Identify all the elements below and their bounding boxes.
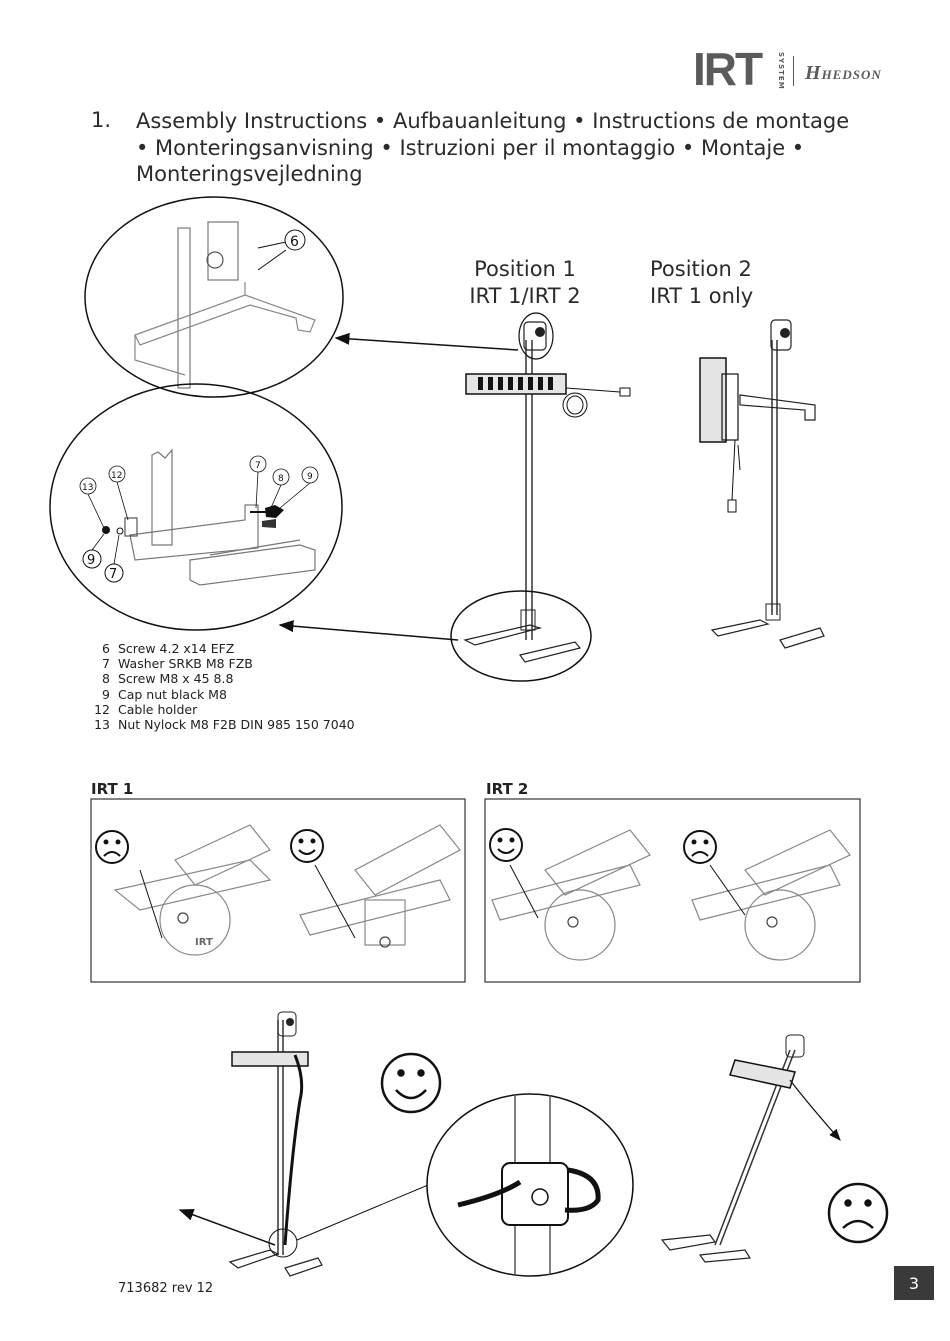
logo-system-text: SYSTEM: [777, 52, 785, 90]
position-2-subtitle: IRT 1 only: [650, 284, 754, 308]
detail-circle-bottom: [49, 383, 343, 631]
callout-12: 12: [111, 471, 122, 481]
happy-face-icon: [489, 828, 523, 862]
parts-list-item: 13 Nut Nylock M8 F2B DIN 985 150 7040: [88, 717, 355, 732]
hedson-mark: H: [805, 62, 822, 84]
heater-detail-irt2-wrong: [691, 829, 851, 961]
callout-8: 8: [278, 474, 284, 484]
parts-list-item: 7 Washer SRKB M8 FZB: [88, 656, 355, 671]
stand-cable-wrong: [660, 1034, 841, 1263]
position-1-title: Position 1: [474, 257, 576, 281]
part-description: Cap nut black M8: [118, 686, 227, 702]
callout-13: 13: [82, 483, 93, 493]
part-number: 6: [102, 641, 110, 656]
part-description: Cable holder: [118, 701, 198, 717]
sad-face-large-icon: [827, 1182, 889, 1244]
part-description: Screw M8 x 45 8.8: [118, 671, 234, 687]
logo-irt-text: IRT: [693, 43, 763, 95]
page-title: Assembly Instructions • Aufbauanleitung …: [136, 109, 850, 186]
part-number: 8: [102, 671, 110, 687]
happy-face-icon: [290, 829, 324, 863]
heater-detail-irt1-right: [299, 824, 461, 948]
brand-logo: IRT SYSTEM HHEDSON: [693, 44, 903, 100]
detail-circle-top: [84, 196, 344, 398]
heater-detail-irt2-right: [491, 829, 651, 961]
stand-position-2: [699, 319, 825, 649]
parts-list: 6 Screw 4.2 x14 EFZ 7 Washer SRKB M8 FZB 8…: [88, 641, 355, 732]
part-number: 9: [102, 686, 110, 702]
position-2-title: Position 2: [650, 257, 752, 281]
irt1-section-label: IRT 1: [91, 780, 134, 798]
callout-7-bottom: 7: [109, 567, 117, 582]
irt2-frame: [484, 798, 861, 983]
position-1-label: Position 1 IRT 1/IRT 2: [460, 256, 590, 310]
position-1-subtitle: IRT 1/IRT 2: [469, 284, 581, 308]
sad-face-icon: [683, 830, 717, 864]
sad-face-icon: [95, 830, 129, 864]
part-number: 13: [94, 717, 110, 733]
part-description: Nut Nylock M8 F2B DIN 985 150 7040: [118, 717, 355, 733]
parts-list-item: 6 Screw 4.2 x14 EFZ: [88, 641, 355, 656]
callout-7-top: 7: [255, 461, 261, 471]
irt1-frame: [90, 798, 466, 983]
callout-9-bottom: 9: [87, 553, 95, 568]
happy-face-large-icon: [380, 1052, 442, 1114]
irt2-section-label: IRT 2: [486, 780, 529, 798]
logo-divider: [793, 56, 794, 86]
position-2-label: Position 2 IRT 1 only: [650, 256, 780, 310]
callout-6: 6: [290, 234, 299, 250]
part-number: 12: [94, 701, 110, 717]
callout-9-top: 9: [307, 472, 313, 482]
stand-position-1: [450, 312, 631, 682]
document-revision: 713682 rev 12: [118, 1281, 214, 1296]
parts-list-item: 8 Screw M8 x 45 8.8: [88, 671, 355, 686]
heater-detail-irt1-wrong: [113, 824, 272, 956]
parts-list-item: 12 Cable holder: [88, 702, 355, 717]
logo-hedson: HHEDSON: [805, 62, 882, 85]
hedson-text: HEDSON: [821, 67, 882, 82]
page-number: 3: [894, 1266, 934, 1300]
parts-list-item: 9 Cap nut black M8: [88, 687, 355, 702]
section-number: 1.: [91, 108, 112, 132]
part-description: Washer SRKB M8 FZB: [118, 656, 253, 672]
part-number: 7: [102, 656, 110, 672]
stand-cable-correct: [178, 1011, 441, 1277]
cable-holder-zoom: [426, 1093, 634, 1277]
part-description: Screw 4.2 x14 EFZ: [118, 641, 235, 656]
irt-disc-mark: IRT: [195, 937, 213, 948]
